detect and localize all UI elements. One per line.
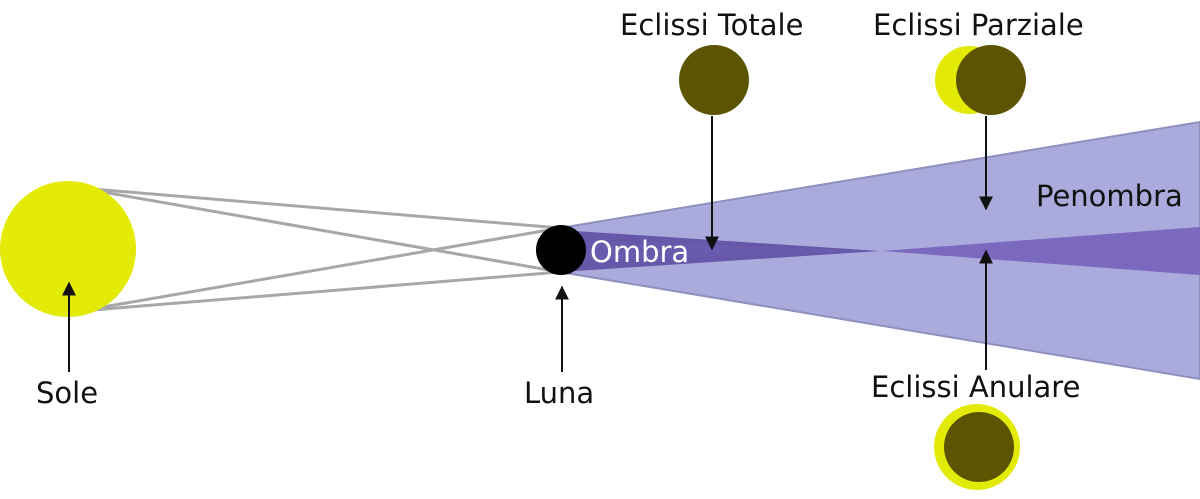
annular-eclipse-moon xyxy=(944,412,1014,482)
ray-lower-cross xyxy=(79,226,561,313)
umbra-label: Ombra xyxy=(590,235,689,269)
ray-lower-outer xyxy=(79,270,561,313)
total-eclipse-disc xyxy=(679,45,749,115)
moon-label: Luna xyxy=(524,376,594,410)
partial-eclipse-label: Eclissi Parziale xyxy=(873,8,1084,42)
total-eclipse-label: Eclissi Totale xyxy=(620,8,803,42)
annular-eclipse-label: Eclissi Anulare xyxy=(871,370,1080,404)
moon-disc xyxy=(536,225,586,275)
ray-upper-outer xyxy=(79,186,561,230)
ray-upper-cross xyxy=(79,186,561,274)
penumbra-label: Penombra xyxy=(1036,179,1183,213)
sun-label: Sole xyxy=(36,376,98,410)
antumbra-region xyxy=(882,227,1200,275)
sun-disc xyxy=(0,181,136,317)
partial-eclipse-moon xyxy=(956,45,1026,115)
umbra-region-inner xyxy=(575,240,875,262)
